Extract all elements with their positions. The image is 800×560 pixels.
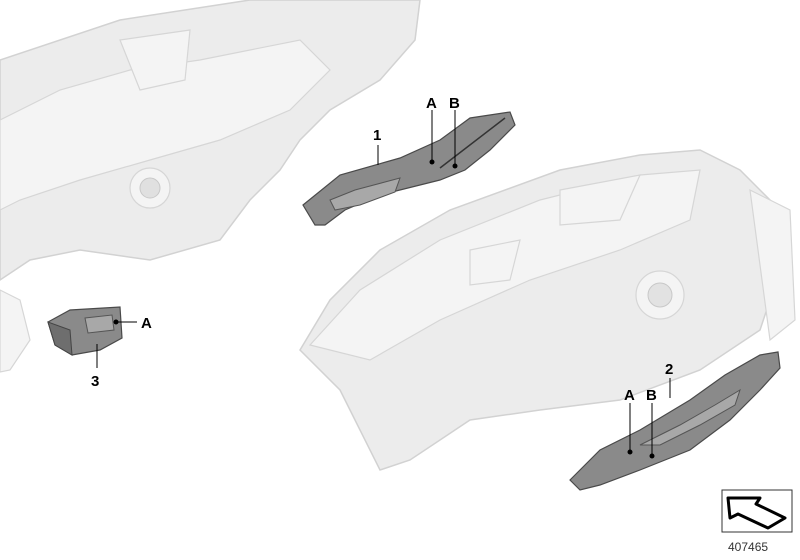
trim-part-3 (47, 306, 123, 356)
callout-3: 3 (91, 373, 99, 390)
callout-a-part1: A (426, 95, 437, 112)
dashboard-upper-left (0, 0, 421, 373)
dashboard-right (299, 149, 796, 471)
document-number: 407465 (728, 540, 769, 554)
trim-part-1 (302, 111, 516, 226)
callout-b-part2: B (646, 387, 657, 404)
callout-b-part1: B (449, 95, 460, 112)
callout-1: 1 (373, 127, 381, 144)
arrow-reference-icon (721, 489, 793, 533)
callout-a-part3: A (141, 315, 152, 332)
trim-part-2 (569, 351, 781, 491)
leader-lines (96, 110, 671, 459)
callout-2: 2 (665, 361, 673, 378)
callout-a-part2: A (624, 387, 635, 404)
